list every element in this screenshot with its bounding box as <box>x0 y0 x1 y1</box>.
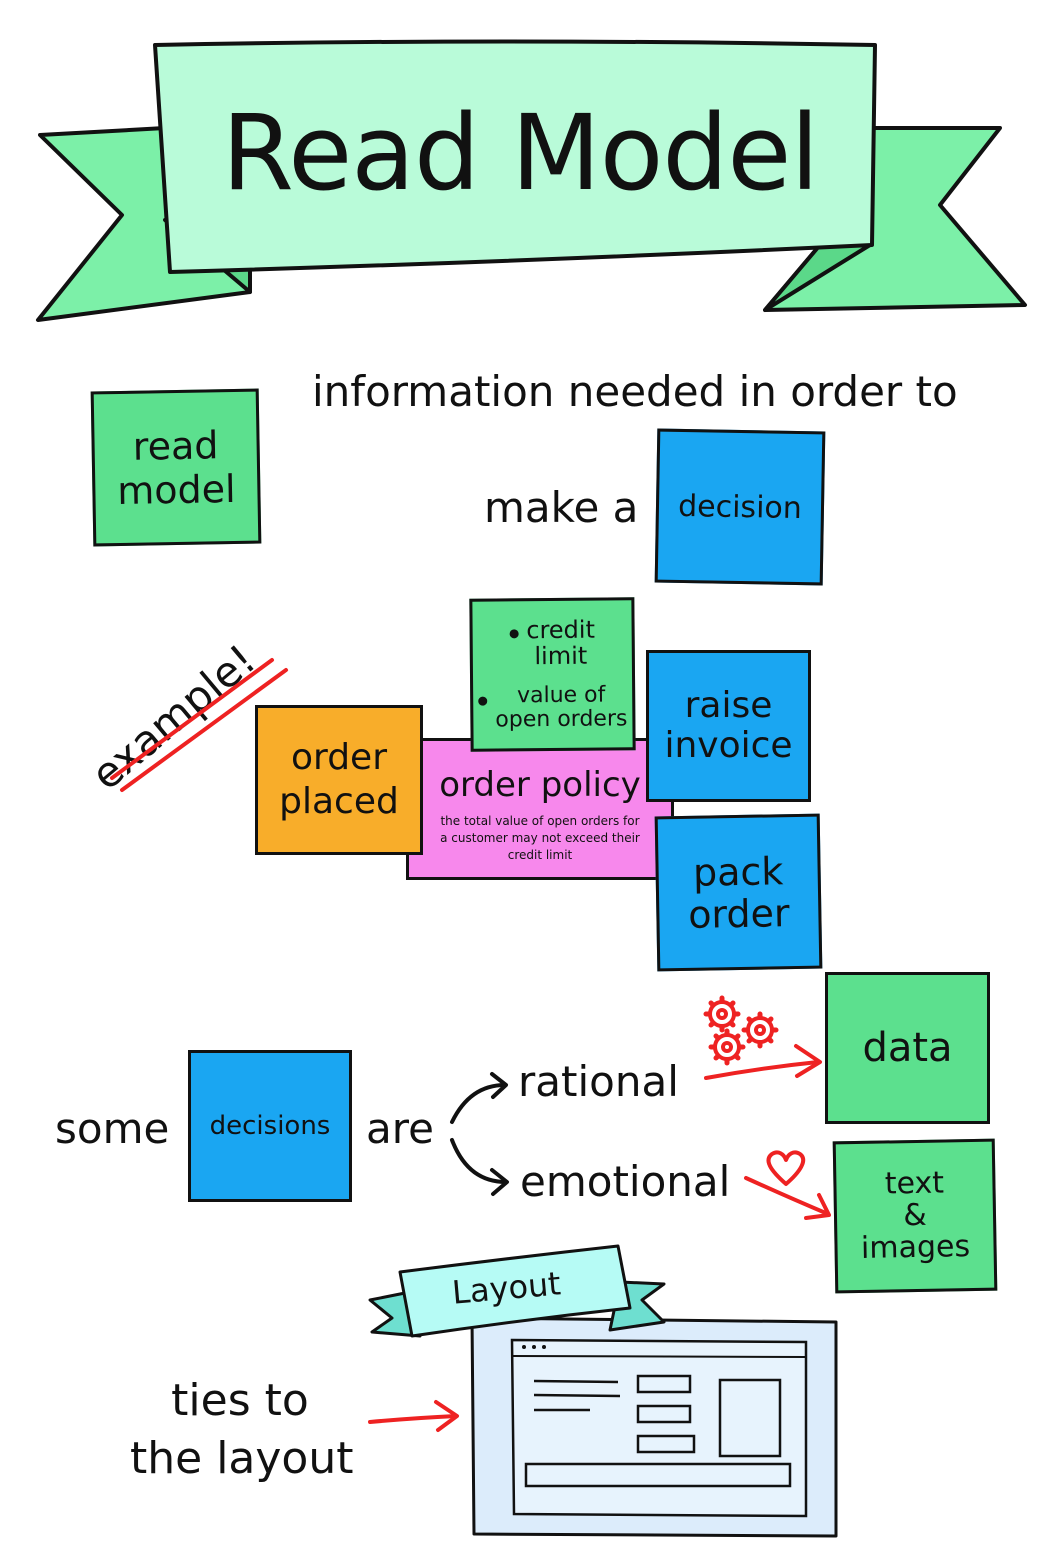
order-policy-description: the total value of open orders for a cus… <box>440 813 640 862</box>
gears-icon <box>703 995 779 1066</box>
layout-arrow-icon <box>368 1400 459 1432</box>
definition-line-2: make a <box>484 483 639 532</box>
data-sticky-label: data <box>862 1025 953 1071</box>
raise-invoice-label: raise invoice <box>664 685 793 766</box>
data-sticky: data <box>825 972 990 1124</box>
ties-to-layout: ties to the layout <box>130 1375 354 1484</box>
decisions-some: some <box>55 1104 170 1153</box>
page-title: Read Model <box>221 92 820 214</box>
emotional-arrow-icon <box>744 1176 831 1220</box>
rational-arrow-icon <box>704 1044 822 1080</box>
decisions-rational: rational <box>518 1057 679 1106</box>
title-banner <box>36 39 1027 322</box>
layout-banner <box>368 1244 666 1338</box>
decisions-sticky-label: decisions <box>209 1111 331 1141</box>
order-policy-title: order policy <box>439 764 641 805</box>
order-placed-sticky: order placed <box>255 705 423 855</box>
raise-invoice-sticky: raise invoice <box>646 650 811 802</box>
decisions-emotional: emotional <box>520 1157 731 1206</box>
order-placed-label: order placed <box>279 737 399 822</box>
decisions-are: are <box>366 1104 434 1153</box>
example-underline <box>110 658 288 792</box>
branch-arrow-icon <box>450 1072 509 1196</box>
decisions-sticky: decisions <box>188 1050 352 1202</box>
definition-line-1: information needed in order to <box>312 367 958 416</box>
heart-icon <box>766 1150 806 1186</box>
